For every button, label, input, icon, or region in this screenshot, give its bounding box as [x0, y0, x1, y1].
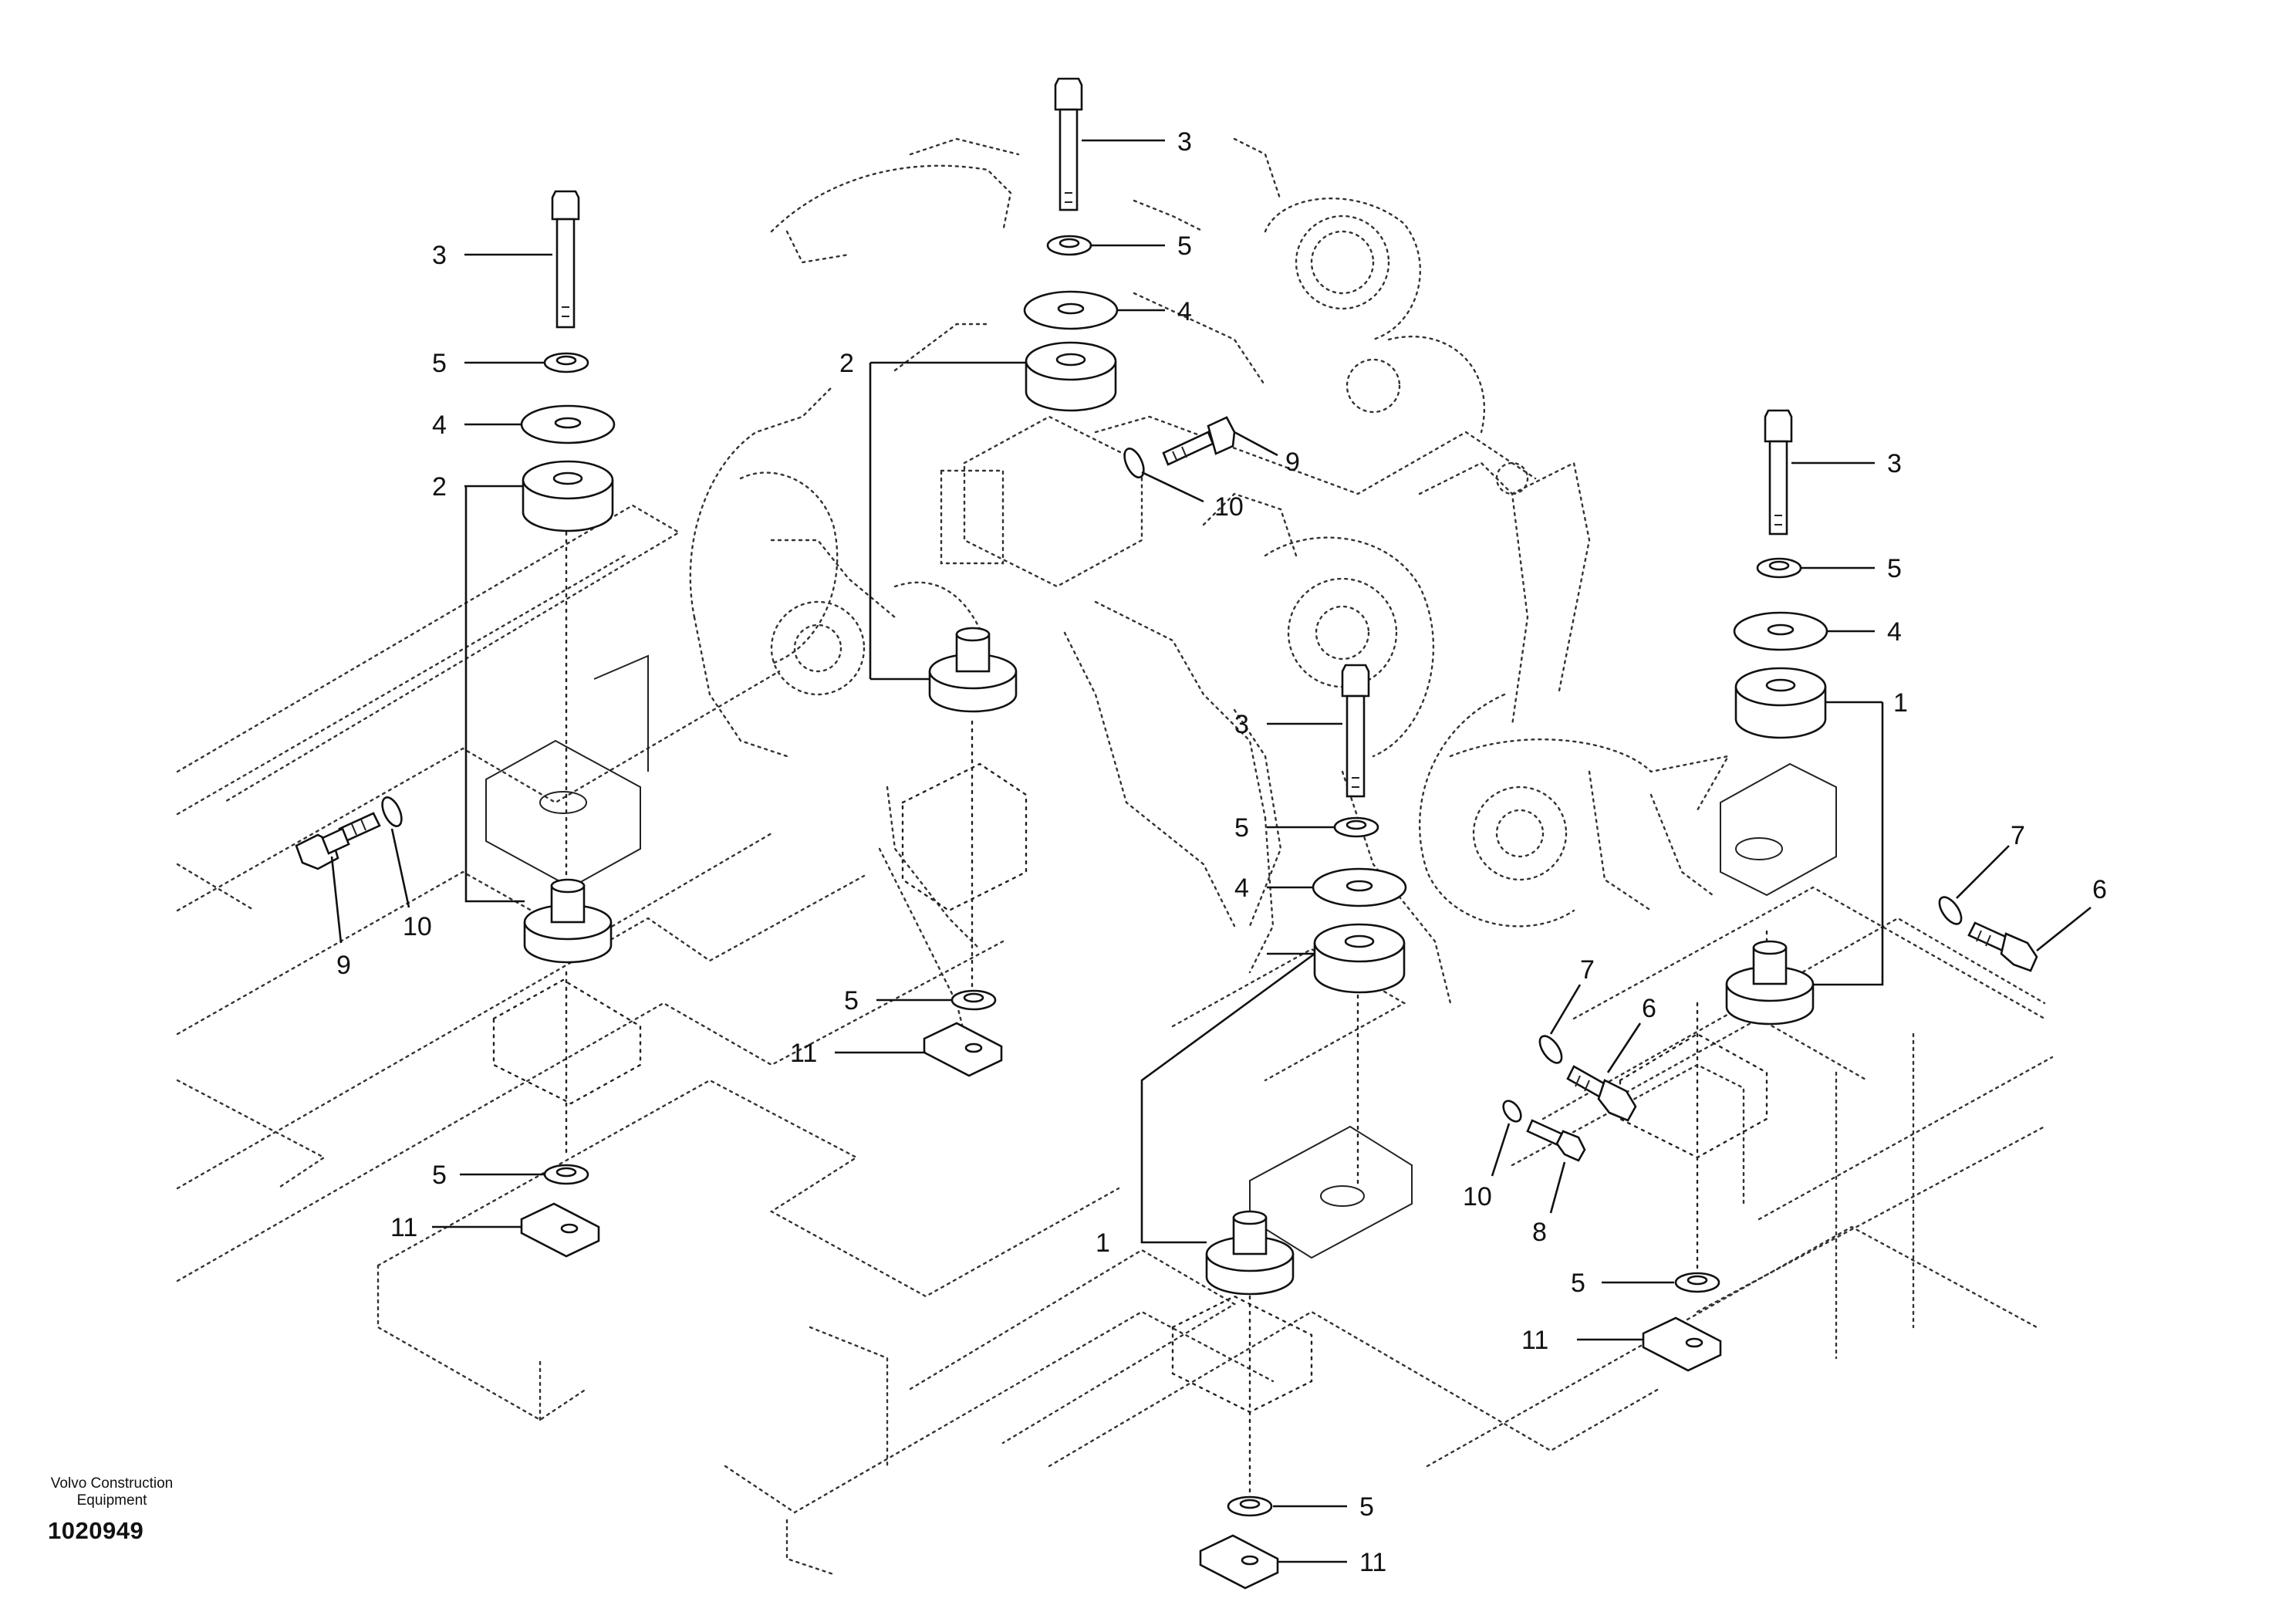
callout-bolt-center-8: 8 [1532, 1218, 1547, 1247]
callout-cushion-center-front: 1 [1096, 1228, 1110, 1258]
washer-right [1756, 557, 1802, 579]
callout-washer-bottom: 5 [1359, 1492, 1374, 1522]
clip-left-bracket [923, 1022, 1003, 1077]
callout-plate-top-center: 4 [1177, 297, 1192, 326]
callout-bolt-top-left: 3 [432, 241, 447, 270]
rubber-mount-right [1725, 940, 1815, 1026]
callout-washer-left-low: 5 [432, 1161, 447, 1190]
bolt-center [1341, 664, 1370, 798]
bolt-top-center [1054, 77, 1083, 211]
washer-center [1333, 816, 1379, 838]
callout-bolt-side-left: 9 [336, 951, 351, 980]
publisher-credit: Volvo Construction Equipment [31, 1475, 193, 1509]
lockwasher-center [1538, 1035, 1563, 1064]
callout-clip-left-bracket: 11 [790, 1039, 817, 1068]
callout-labels: 3 5 4 3 5 4 2 2 9 10 3 5 4 1 3 5 4 5 11 … [336, 127, 2107, 1577]
callout-clip-bottom: 11 [1359, 1548, 1386, 1577]
document-number: 1020949 [48, 1517, 144, 1544]
callout-bolt-side-upper: 9 [1285, 448, 1300, 477]
callout-lockwasher-center-7: 7 [1580, 955, 1595, 985]
callout-bolt-top-center: 3 [1177, 127, 1192, 157]
lockwasher-side-upper [1123, 448, 1145, 478]
callout-washer-left-bracket: 5 [844, 986, 859, 1015]
callout-cushion-center-rear: 2 [839, 349, 854, 378]
bolt-center-8 [1526, 1119, 1586, 1162]
plate-center [1312, 867, 1407, 907]
rubber-mount-rear-center [928, 627, 1018, 713]
cushion-right [1734, 667, 1827, 739]
clip-left-low [520, 1202, 600, 1258]
callout-cushion-left: 2 [432, 472, 447, 502]
rubber-mount-left [523, 878, 613, 964]
frame-outline [176, 504, 2054, 1576]
bolt-side-upper [1162, 416, 1236, 466]
callout-lockwasher-side-upper: 10 [1214, 492, 1244, 522]
washer-left-bracket [950, 989, 997, 1011]
plate-top-left [520, 404, 616, 444]
cushion-center [1313, 923, 1406, 994]
bolt-top-left [551, 190, 580, 329]
lockwasher-center-10 [1502, 1100, 1522, 1123]
cushion-top-center [1025, 341, 1117, 412]
engine-outline [689, 137, 1730, 1066]
callout-washer-center: 5 [1234, 813, 1249, 843]
plate-right [1733, 611, 1828, 651]
rubber-mount-front-center [1205, 1210, 1295, 1296]
washer-top-center [1046, 235, 1092, 256]
callout-bolt-right-6: 6 [2092, 875, 2107, 904]
callout-lockwasher-center-10: 10 [1463, 1182, 1492, 1211]
bolt-right-6 [1967, 921, 2038, 972]
callout-washer-top-left: 5 [432, 349, 447, 378]
callout-lockwasher-side-left: 10 [403, 912, 432, 941]
bolt-side-left [295, 812, 381, 870]
center-lines [565, 531, 1768, 1499]
callout-plate-top-left: 4 [432, 411, 447, 440]
lockwasher-right [1938, 896, 1963, 925]
bolt-right [1764, 409, 1793, 536]
callout-bolt-center: 3 [1234, 710, 1249, 739]
lockwasher-side-left [381, 796, 403, 827]
callout-bolt-center-6: 6 [1642, 994, 1656, 1023]
clip-bottom [1199, 1534, 1279, 1590]
callout-plate-center: 4 [1234, 874, 1249, 903]
callout-clip-right-low: 11 [1521, 1326, 1548, 1355]
callout-washer-top-center: 5 [1177, 231, 1192, 261]
callout-cushion-right: 1 [1893, 688, 1908, 718]
callout-bolt-right: 3 [1887, 449, 1902, 478]
publisher-credit-line2: Equipment [76, 1492, 147, 1509]
publisher-credit-line1: Volvo Construction [50, 1475, 174, 1492]
callout-plate-right: 4 [1887, 617, 1902, 647]
callout-lockwasher-right-7: 7 [2011, 821, 2025, 850]
washer-top-left [543, 352, 589, 373]
callout-washer-right: 5 [1887, 554, 1902, 583]
bolt-center-6 [1566, 1065, 1637, 1122]
washer-bottom [1227, 1495, 1273, 1517]
leader-lines [330, 139, 2092, 1563]
callout-clip-left-low: 11 [390, 1213, 417, 1242]
washer-right-low [1674, 1272, 1720, 1293]
washer-left-low [543, 1164, 589, 1185]
mount-brackets [485, 654, 1837, 1414]
plate-top-center [1023, 290, 1119, 330]
callout-washer-right-low: 5 [1571, 1269, 1585, 1298]
cushion-top-left [522, 460, 614, 532]
clip-right-low [1642, 1316, 1722, 1372]
